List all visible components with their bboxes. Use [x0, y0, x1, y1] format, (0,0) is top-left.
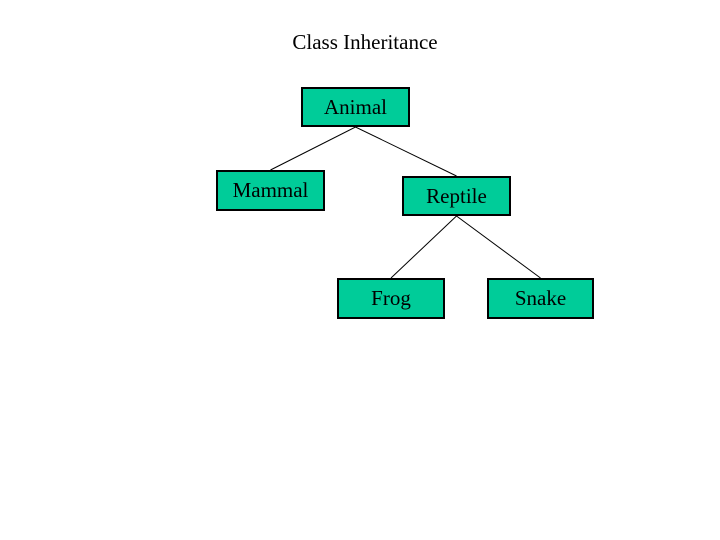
edge-animal-reptile: [355, 126, 457, 177]
node-frog: Frog: [337, 278, 445, 319]
slide-title: Class Inheritance: [292, 30, 438, 54]
node-reptile: Reptile: [402, 176, 511, 216]
edge-animal-mammal: [270, 126, 356, 171]
edge-reptile-snake: [456, 215, 541, 279]
node-mammal: Mammal: [216, 170, 325, 211]
node-snake: Snake: [487, 278, 594, 319]
node-animal: Animal: [301, 87, 410, 127]
edge-reptile-frog: [390, 215, 457, 279]
